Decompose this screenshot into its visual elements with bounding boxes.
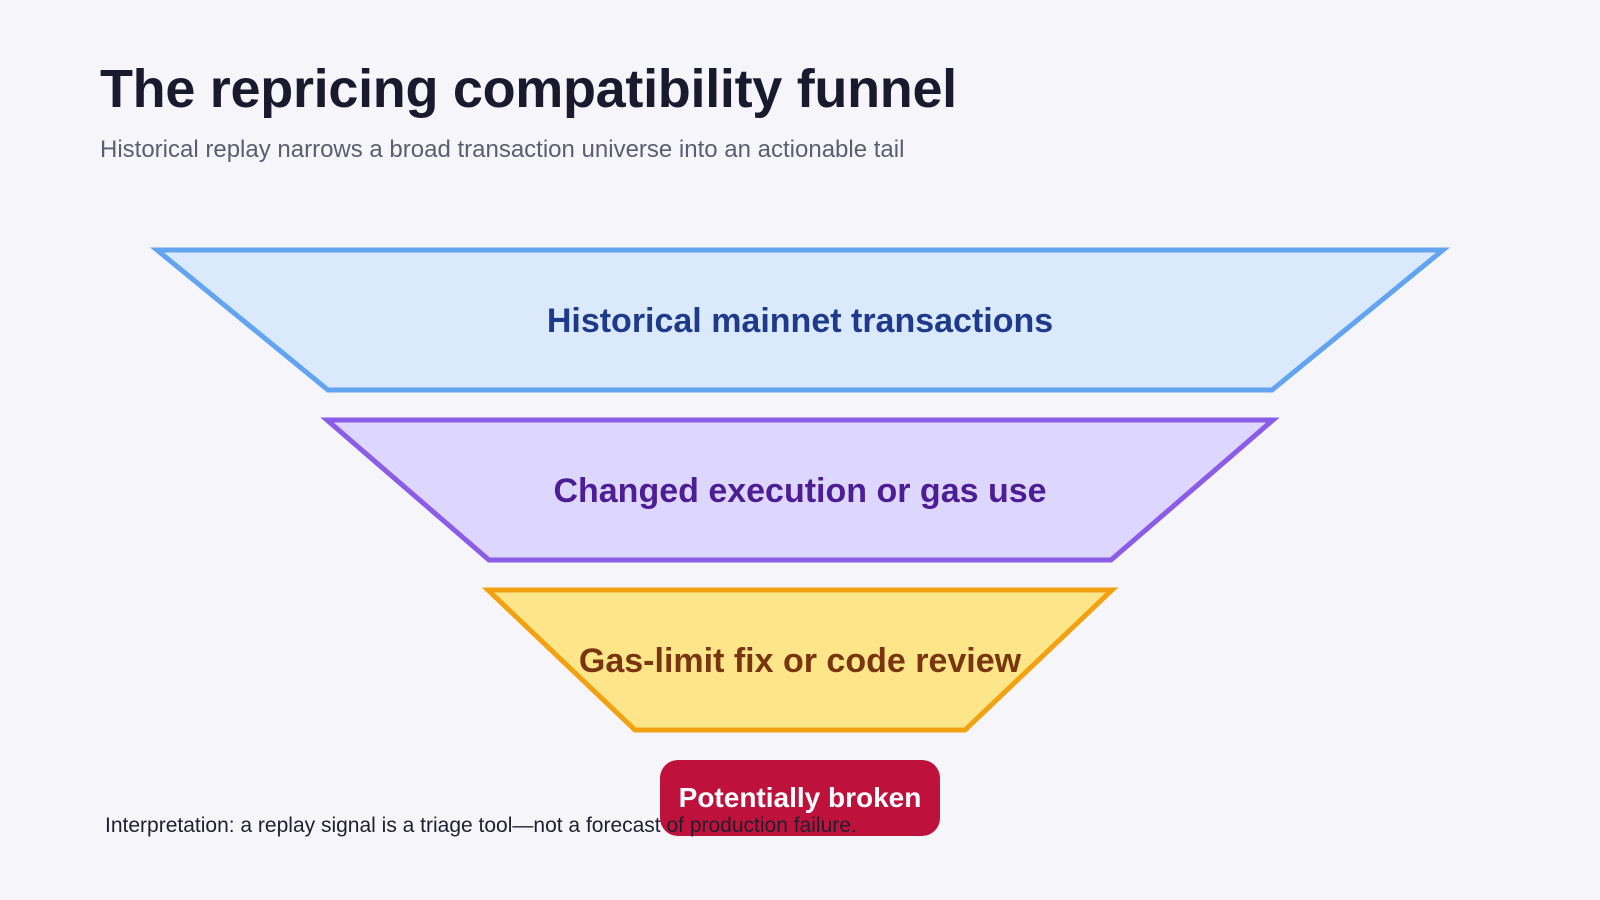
funnel-stage-gas-limit-fix-shape [481, 587, 1119, 733]
funnel-stage-gas-limit-fix-label: Gas-limit fix or code review [579, 642, 1022, 680]
funnel-stage-historical-transactions-label: Historical mainnet transactions [547, 302, 1053, 340]
page-title: The repricing compatibility funnel [100, 59, 957, 119]
funnel-stage-historical-transactions-shape [150, 247, 1450, 393]
interpretation-note: Interpretation: a replay signal is a tri… [105, 814, 857, 837]
page-subtitle: Historical replay narrows a broad transa… [100, 136, 905, 163]
final-stage-box: Potentially broken [660, 760, 940, 836]
funnel-stage-changed-execution-shape [320, 417, 1280, 563]
funnel-stage-changed-execution-label: Changed execution or gas use [553, 472, 1046, 510]
final-stage-label: Potentially broken [678, 782, 922, 813]
